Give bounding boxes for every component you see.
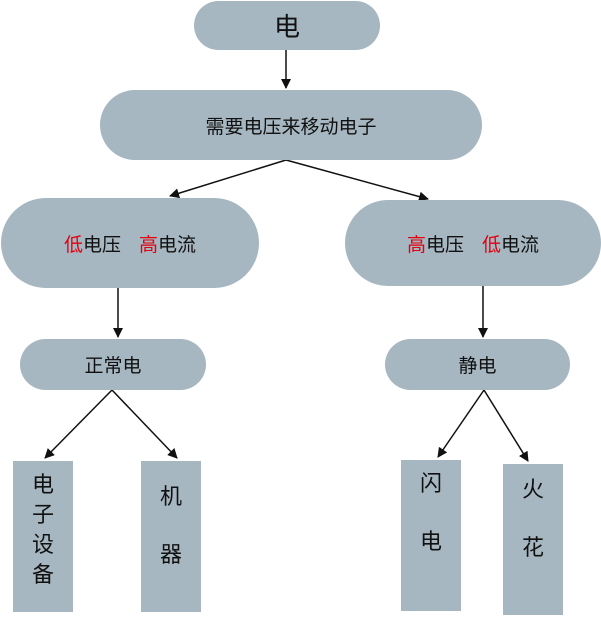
leaf-electronic-devices: 电 子 设 备 [13,461,73,612]
right-highlight-2: 低 [482,233,502,256]
right-text-1: 电压 [425,233,464,256]
left-highlight-1: 低 [63,233,83,256]
level1-label: 需要电压来移动电子 [205,115,377,138]
arrow-right-child-to-leaf2 [483,389,529,462]
arrow-left-child-to-leaf1 [44,389,113,459]
leaf-spark-label: 火 花 [521,478,544,561]
right-child-label: 静电 [458,355,497,377]
right-branch-label: 高电压低电流 [407,230,539,257]
leaf-spark: 火 花 [503,464,563,615]
leaf-machines: 机 器 [141,461,201,612]
left-branch-node: 低电压高电流 [1,198,259,288]
leaf-electronic-devices-label: 电 子 设 备 [31,473,54,588]
left-child-node: 正常电 [20,339,206,390]
right-text-2: 电流 [501,233,540,256]
leaf-machines-label: 机 器 [159,485,182,568]
left-branch-label: 低电压高电流 [64,230,196,257]
right-branch-node: 高电压低电流 [345,200,601,286]
left-child-label: 正常电 [84,355,142,377]
left-text-2: 电流 [158,233,197,256]
level1-node: 需要电压来移动电子 [100,90,482,160]
left-highlight-2: 高 [139,233,159,256]
root-label: 电 [273,13,300,43]
arrow-level1-to-left [169,159,287,199]
right-child-node: 静电 [385,339,570,390]
arrow-level1-to-right [285,159,429,202]
arrow-right-child-to-leaf1 [437,389,485,458]
left-text-1: 电压 [82,233,121,256]
arrow-left-child-to-leaf2 [111,389,178,459]
root-node: 电 [194,1,380,50]
leaf-lightning: 闪 电 [401,460,461,611]
leaf-lightning-label: 闪 电 [419,472,442,555]
right-highlight-1: 高 [406,233,426,256]
